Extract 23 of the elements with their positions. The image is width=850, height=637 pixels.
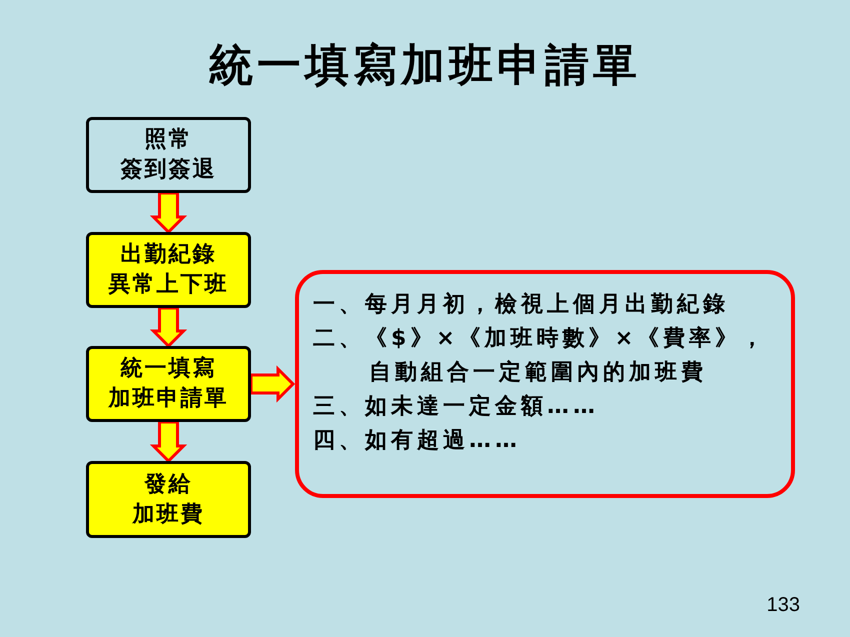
note-text: 四、如有超過……: [313, 427, 522, 455]
block-arrow: [250, 365, 296, 403]
title: 統一填寫加班申請單: [208, 39, 642, 93]
box-text: 出勤紀錄: [120, 241, 218, 269]
notes-panel: [295, 270, 795, 498]
process-box: [86, 346, 251, 422]
note-text: 三、如未達一定金額……: [313, 392, 600, 421]
note-text: 二、《$》×《加班時數》×《費率》，自動組合一定範圍內的加班費: [313, 324, 768, 387]
page-number: 133: [766, 593, 800, 618]
box-text: 簽到簽退: [119, 156, 218, 184]
block-arrow: [150, 420, 188, 464]
process-box: [86, 232, 251, 308]
box-text: 加班費: [131, 500, 206, 528]
block-arrow: [150, 192, 188, 234]
note-text: 一、每月月初，檢視上個月出勤紀錄: [313, 291, 730, 319]
block-arrow: [150, 306, 188, 348]
box-text: 統一填寫: [120, 354, 218, 383]
process-box: [86, 461, 251, 538]
box-text: 加班申請單: [107, 385, 230, 413]
box-text: 發給: [143, 470, 194, 498]
process-box: [86, 117, 251, 193]
box-text: 異常上下班: [108, 271, 230, 299]
box-text: 照常: [144, 126, 194, 154]
